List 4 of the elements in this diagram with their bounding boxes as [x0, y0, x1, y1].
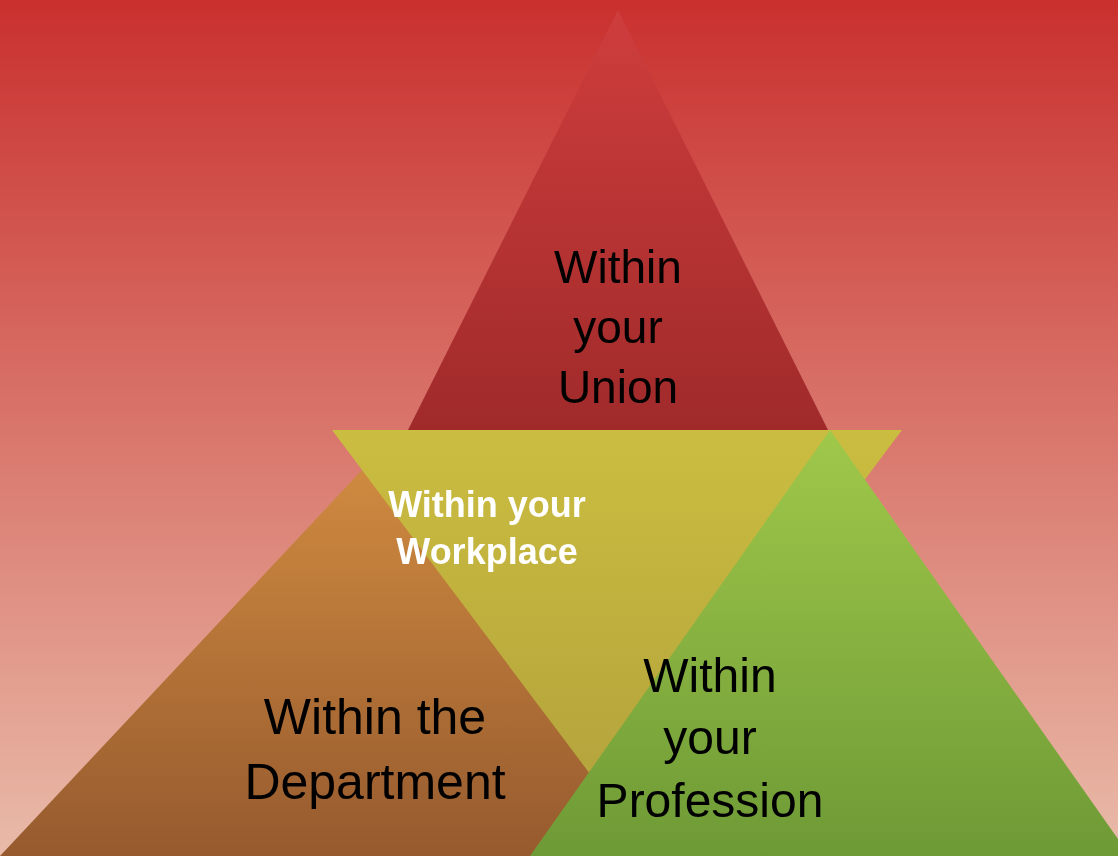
triangle-label: Within the Department [243, 688, 507, 812]
triangle-label: Within your Profession [595, 648, 825, 829]
triangle-label: Within your Union [553, 240, 683, 415]
triangle-label: Within your Workplace [387, 483, 587, 574]
